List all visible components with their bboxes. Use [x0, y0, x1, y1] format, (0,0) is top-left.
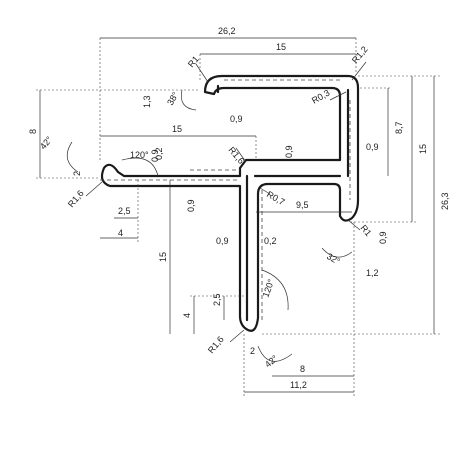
dim-right-15: 15 [418, 144, 428, 154]
dim-bottom-4: 4 [182, 313, 192, 318]
dim-thk-a: 0,9 [230, 114, 243, 124]
dim-thk-d: 0,9 [150, 149, 160, 162]
leader-line [229, 329, 245, 343]
dim-top-15: 15 [276, 42, 286, 52]
dim-bottom-8: 8 [300, 364, 305, 374]
angle-arc [321, 247, 353, 258]
dim-overall-width: 26,2 [218, 26, 236, 36]
dim-bottom-2-5: 2,5 [212, 293, 222, 306]
angle-arc [180, 89, 197, 111]
dim-web-15: 15 [158, 252, 168, 262]
dim-bottom-11-2: 11,2 [290, 380, 307, 390]
profile-outline [100, 74, 360, 332]
radius-r0-3: R0,3 [310, 88, 331, 106]
angle-arc [261, 269, 289, 311]
angle-120-bottom: 120° [260, 277, 276, 298]
dim-gap-b: 0,2 [264, 236, 277, 246]
angle-38-top: 38° [165, 90, 181, 107]
radius-r1-right: R1 [358, 223, 373, 238]
leader-line [235, 147, 247, 163]
dim-thk-e: 0,9 [186, 199, 196, 212]
dim-overall-height: 26,3 [440, 192, 450, 210]
dim-thk-b: 0,9 [284, 145, 294, 158]
dim-hook-1-3: 1,3 [142, 95, 152, 108]
leader-line [329, 91, 347, 101]
leader-line [347, 219, 361, 231]
dim-thk-g: 0,9 [378, 231, 388, 244]
dim-left-8: 8 [28, 129, 38, 134]
angle-32-right: 32° [325, 251, 342, 267]
profile-inner-outline [216, 84, 350, 322]
radius-r1-6-bottom: R1,6 [206, 334, 226, 355]
dim-8-7: 8,7 [394, 121, 404, 134]
angle-arc [66, 141, 79, 173]
dim-thk-c: 0,9 [366, 142, 379, 152]
dim-left-2-5: 2,5 [118, 206, 131, 216]
radius-r1-top: R1 [186, 54, 201, 69]
dim-left-4: 4 [118, 228, 123, 238]
angle-120-left: 120° [130, 150, 149, 160]
leader-line [195, 63, 209, 83]
leader-line [259, 187, 271, 195]
dim-bottom-2: 2 [250, 346, 255, 356]
dim-right-1-2: 1,2 [366, 268, 379, 278]
dim-left-2: 2 [72, 171, 82, 176]
radius-r1-2: R1,2 [350, 44, 370, 65]
radius-r1-6-left: R1,6 [66, 188, 86, 209]
radius-r0-7: R0,7 [265, 189, 286, 207]
dim-thk-f: 0,9 [216, 236, 229, 246]
dim-gap-a: 0,2 [154, 147, 164, 160]
leader-line [351, 61, 367, 81]
angle-arc [257, 345, 293, 362]
angle-42-left: 42° [38, 134, 55, 151]
dim-mid-15: 15 [172, 124, 182, 134]
angle-42-bottom: 42° [263, 353, 280, 370]
dim-9-5: 9,5 [296, 200, 309, 210]
angle-arc [121, 157, 159, 177]
leader-line [85, 181, 103, 197]
